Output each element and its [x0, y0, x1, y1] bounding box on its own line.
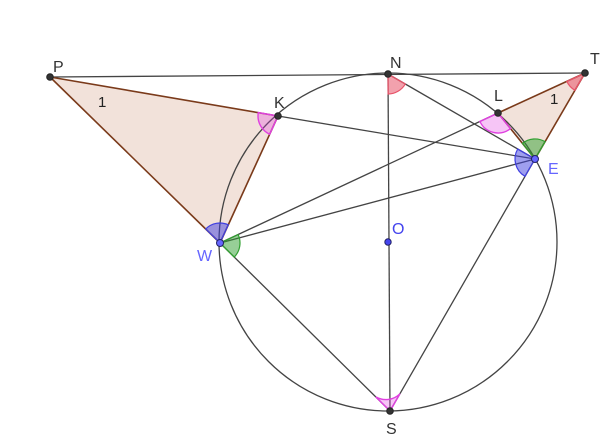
- line-we: [219, 158, 536, 244]
- line-ws: [219, 242, 391, 412]
- line-pt: [49, 72, 586, 78]
- point-w: [216, 239, 224, 247]
- line-es: [389, 158, 536, 412]
- label-w: W: [197, 248, 213, 265]
- edge-kw: [219, 115, 279, 244]
- angle-mark-s: [375, 393, 401, 413]
- point-s: [386, 407, 394, 415]
- edge-pk: [49, 76, 279, 117]
- point-e: [531, 155, 539, 163]
- angle-mark-n: [387, 72, 407, 95]
- point-p: [46, 73, 54, 81]
- angle-mark-e-blue: [514, 148, 536, 178]
- label-s: S: [386, 421, 397, 438]
- triangle-lte: [498, 73, 585, 159]
- point-n: [384, 70, 392, 78]
- point-o: [384, 238, 392, 246]
- angle-mark-w-green: [218, 233, 241, 258]
- angle-mark-l: [478, 112, 512, 134]
- label-o: O: [392, 221, 404, 238]
- angle-mark-w-blue: [204, 222, 230, 245]
- label-p: P: [53, 59, 64, 76]
- line-wl: [219, 112, 499, 244]
- label-k: K: [274, 95, 285, 112]
- segment-label-lt: 1: [550, 91, 558, 108]
- point-k: [274, 112, 282, 120]
- triangle-pkw: [50, 77, 278, 243]
- label-t: T: [590, 51, 600, 68]
- segment-label-pk: 1: [98, 94, 106, 111]
- point-t: [581, 69, 589, 77]
- angle-mark-t: [566, 71, 587, 92]
- angle-mark-k: [257, 111, 280, 136]
- angle-mark-e-green: [521, 138, 546, 161]
- label-l: L: [494, 88, 503, 105]
- point-l: [494, 109, 502, 117]
- line-ke: [277, 115, 536, 160]
- line-ne: [387, 73, 536, 160]
- label-n: N: [390, 55, 402, 72]
- label-e: E: [548, 161, 559, 178]
- edge-pw: [49, 76, 221, 244]
